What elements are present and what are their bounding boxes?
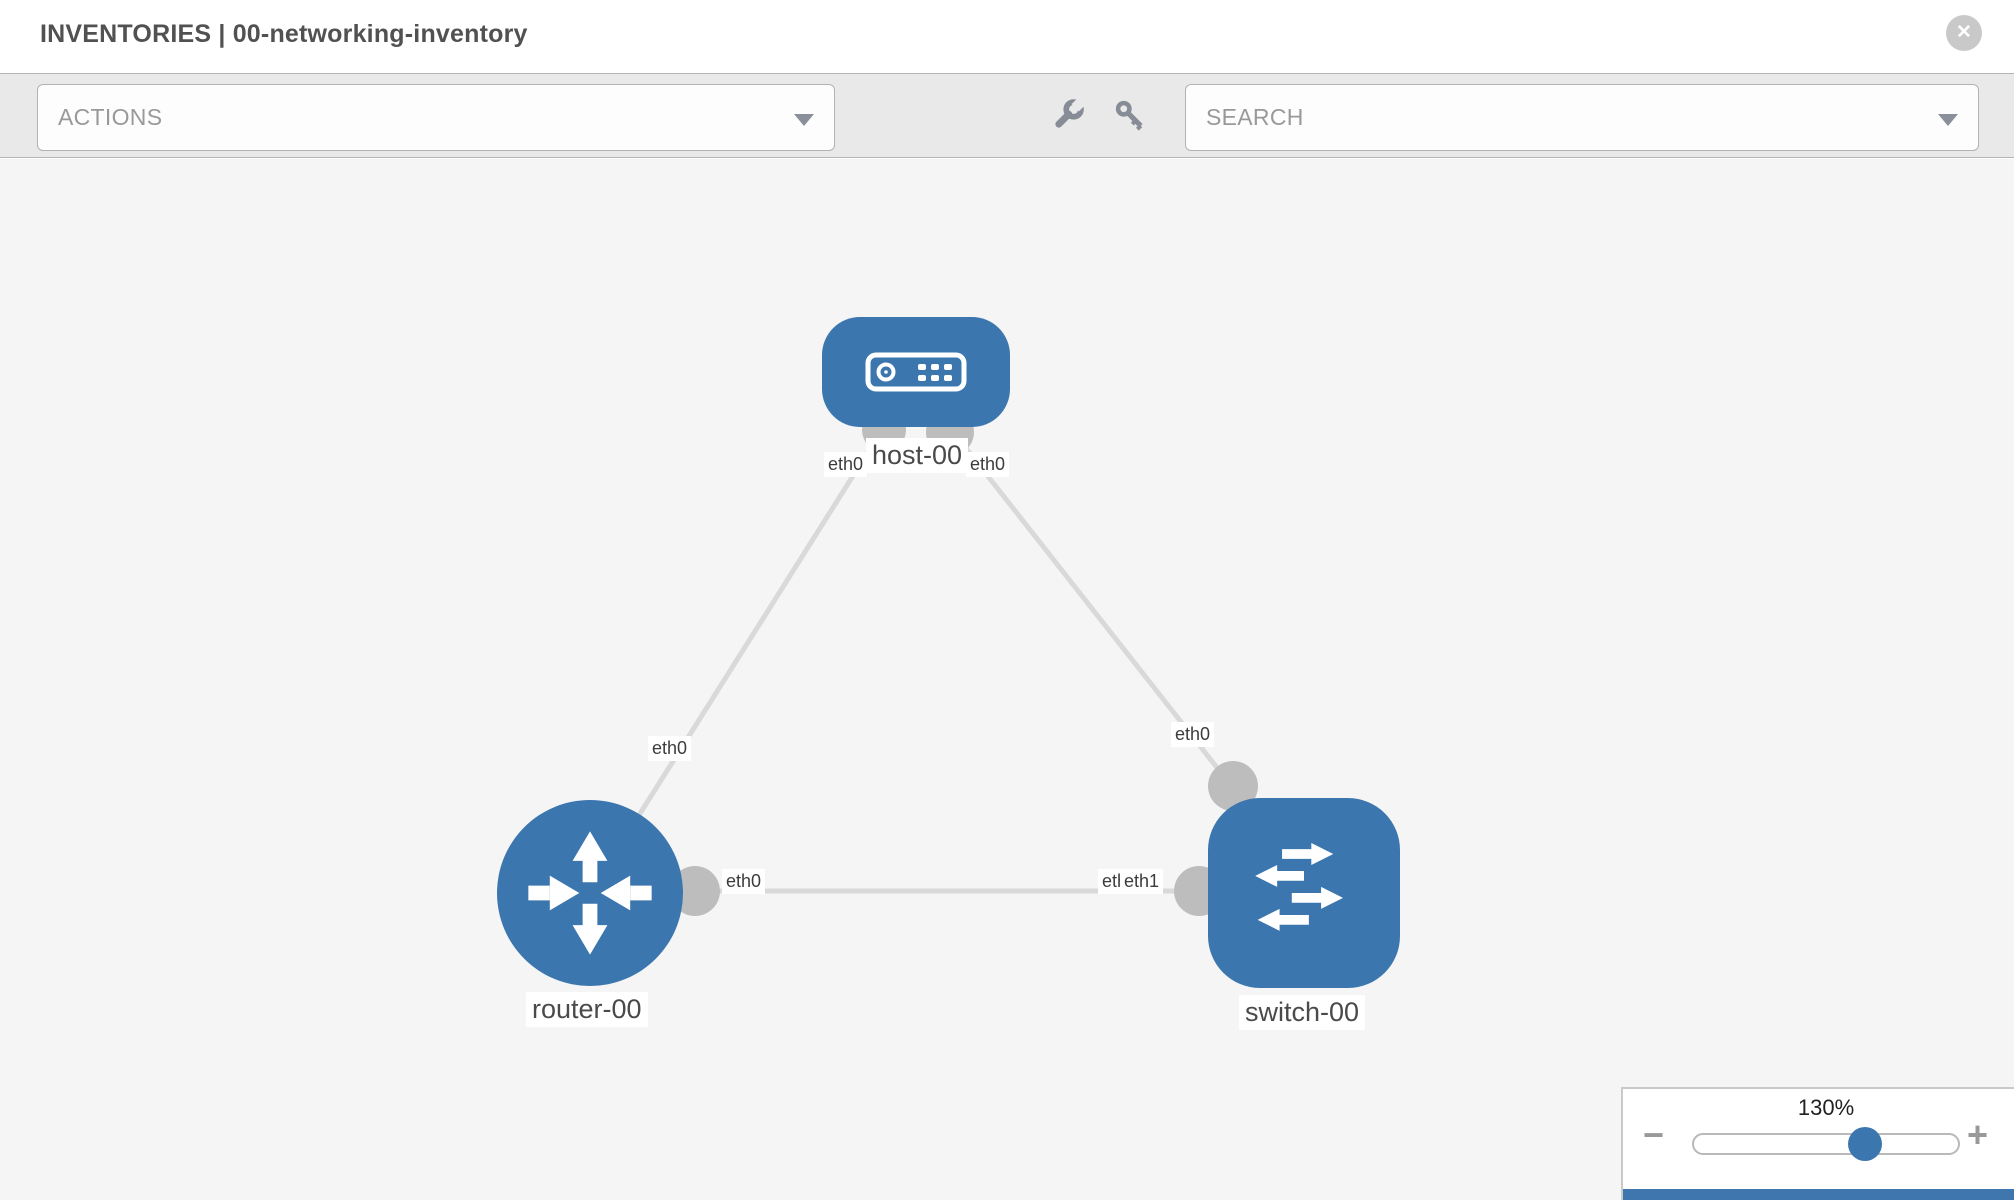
router-icon — [528, 831, 652, 955]
zoom-in-button[interactable]: + — [1967, 1114, 1989, 1155]
switch-icon — [1255, 842, 1344, 931]
interface-label: eth1 — [1120, 869, 1164, 894]
zoom-level: 130% — [1797, 1095, 1855, 1120]
search-dropdown-label: SEARCH — [1206, 104, 1304, 130]
interface-label: eth0 — [648, 736, 692, 761]
key-icon — [1115, 100, 1143, 131]
key-button[interactable] — [1106, 92, 1154, 140]
search-dropdown[interactable]: SEARCH — [1185, 84, 1979, 151]
chevron-down-icon — [794, 114, 814, 126]
zoom-out-button[interactable]: − — [1643, 1114, 1665, 1155]
node-label-switch: switch-00 — [1239, 995, 1366, 1030]
close-icon[interactable]: ✕ — [1946, 15, 1982, 51]
toolbar: ACTIONS SEARC — [0, 73, 2014, 158]
chevron-down-icon — [1938, 114, 1958, 126]
zoom-slider-handle[interactable] — [1848, 1127, 1882, 1161]
key-panel-edge — [1623, 1189, 2014, 1200]
node-label-host: host-00 — [866, 438, 969, 473]
interface-bubble[interactable] — [1208, 761, 1258, 811]
node-host-00[interactable] — [822, 317, 1010, 427]
wrench-button[interactable] — [1044, 92, 1092, 140]
node-label-router: router-00 — [526, 992, 648, 1027]
interface-bubble[interactable] — [670, 866, 720, 916]
interface-label: eth0 — [1171, 722, 1215, 747]
interface-label: eth0 — [722, 869, 766, 894]
topology-links-layer — [587, 408, 1260, 916]
page-title: INVENTORIES | 00-networking-inventory — [40, 20, 528, 48]
header: INVENTORIES | 00-networking-inventory ✕ — [0, 0, 2014, 73]
interface-label: eth0 — [824, 452, 868, 477]
interface-label: eth0 — [966, 452, 1010, 477]
actions-dropdown[interactable]: ACTIONS — [37, 84, 835, 151]
zoom-slider-track[interactable] — [1692, 1133, 1960, 1155]
zoom-control-panel: 130% − + — [1621, 1087, 2014, 1200]
wrench-icon — [1055, 96, 1087, 128]
node-router-00[interactable] — [497, 800, 683, 986]
topology-canvas[interactable]: host-00 router-00 switch-00 eth0 eth0 et… — [0, 159, 2014, 1200]
host-icon — [865, 352, 967, 392]
actions-dropdown-label: ACTIONS — [58, 104, 163, 130]
node-switch-00[interactable] — [1208, 798, 1400, 988]
